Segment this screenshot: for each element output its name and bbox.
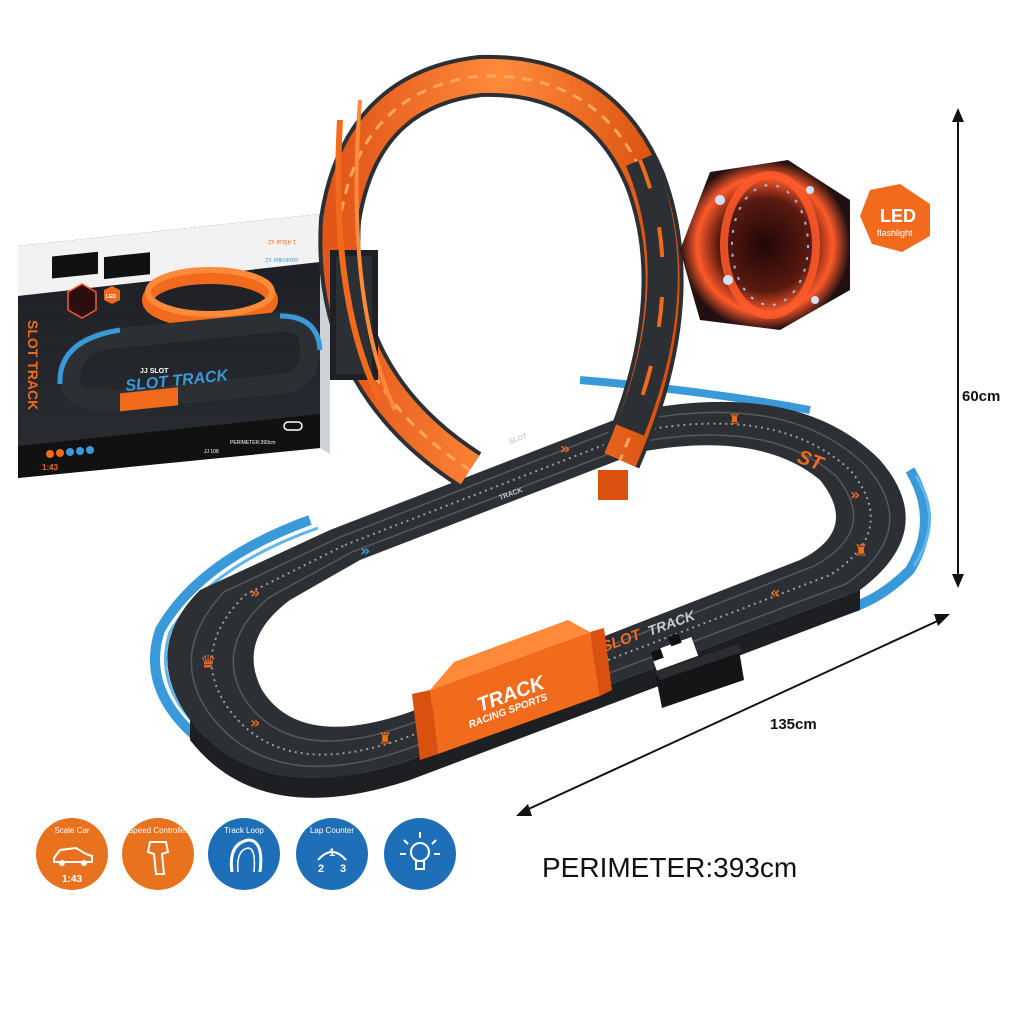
track-loop	[318, 54, 684, 500]
svg-text:♛: ♛	[200, 652, 216, 673]
svg-text:♜: ♜	[854, 541, 868, 560]
svg-text:2: 2	[318, 863, 324, 875]
box-side-text: SLOT TRACK	[25, 320, 41, 410]
box-car-count: 1:43car x2	[267, 238, 296, 244]
feature-track-loop-label: Track Loop	[224, 826, 264, 835]
svg-text:1: 1	[329, 847, 335, 859]
led-inset	[680, 160, 850, 330]
height-label: 60cm	[962, 388, 1001, 405]
box-controller-count: controller x2	[265, 256, 298, 262]
feature-speed-controller: Speed Controller	[122, 818, 194, 890]
feature-led-light	[384, 818, 456, 890]
car-icon	[53, 846, 93, 866]
loop-icon	[229, 838, 263, 873]
box-led: LED	[106, 294, 116, 300]
svg-text:«: «	[770, 583, 780, 602]
lap-counter-icon: 1 2 3	[317, 847, 347, 875]
box-perimeter: PERIMETER:393cm	[230, 440, 276, 446]
start-gate	[412, 620, 612, 760]
svg-text:»: »	[360, 541, 370, 560]
led-badge-title: LED	[880, 206, 916, 226]
perimeter-label: PERIMETER:393cm	[542, 852, 798, 883]
controller-icon	[146, 841, 170, 875]
feature-scale-car-value: 1:43	[61, 874, 82, 885]
svg-text:»: »	[560, 439, 570, 458]
box-model: JJ 108	[204, 449, 219, 455]
checkered-flag	[650, 633, 699, 671]
feature-scale-car: Scale Car 1:43	[36, 818, 108, 890]
box-scale: 1:43	[42, 463, 59, 472]
height-arrow	[952, 108, 964, 588]
box-brand: JJ SLOT	[140, 368, 169, 375]
led-badge	[860, 184, 930, 252]
svg-text:»: »	[250, 713, 260, 732]
product-box	[18, 214, 330, 478]
width-arrow	[516, 614, 950, 816]
svg-text:»: »	[250, 583, 260, 602]
feature-lap-counter-label: Lap Counter	[309, 826, 355, 835]
oval-track: » » » « » » ♛ ♜ ♜ ♜	[167, 401, 906, 798]
feature-lap-counter: Lap Counter 1 2 3	[296, 818, 368, 890]
feature-scale-car-label: Scale Car	[54, 826, 90, 835]
svg-text:3: 3	[340, 863, 346, 875]
svg-text:♜: ♜	[728, 412, 741, 428]
led-badge-subtitle: flashlight	[877, 228, 913, 238]
svg-text:»: »	[850, 485, 860, 504]
svg-text:♜: ♜	[378, 729, 392, 748]
track-slot-back: SLOT	[508, 433, 529, 446]
lap-counter-device	[655, 644, 744, 708]
feature-track-loop: Track Loop	[208, 818, 280, 890]
lightbulb-icon	[400, 832, 440, 870]
width-label: 135cm	[770, 716, 817, 733]
feature-speed-controller-label: Speed Controller	[127, 826, 189, 835]
